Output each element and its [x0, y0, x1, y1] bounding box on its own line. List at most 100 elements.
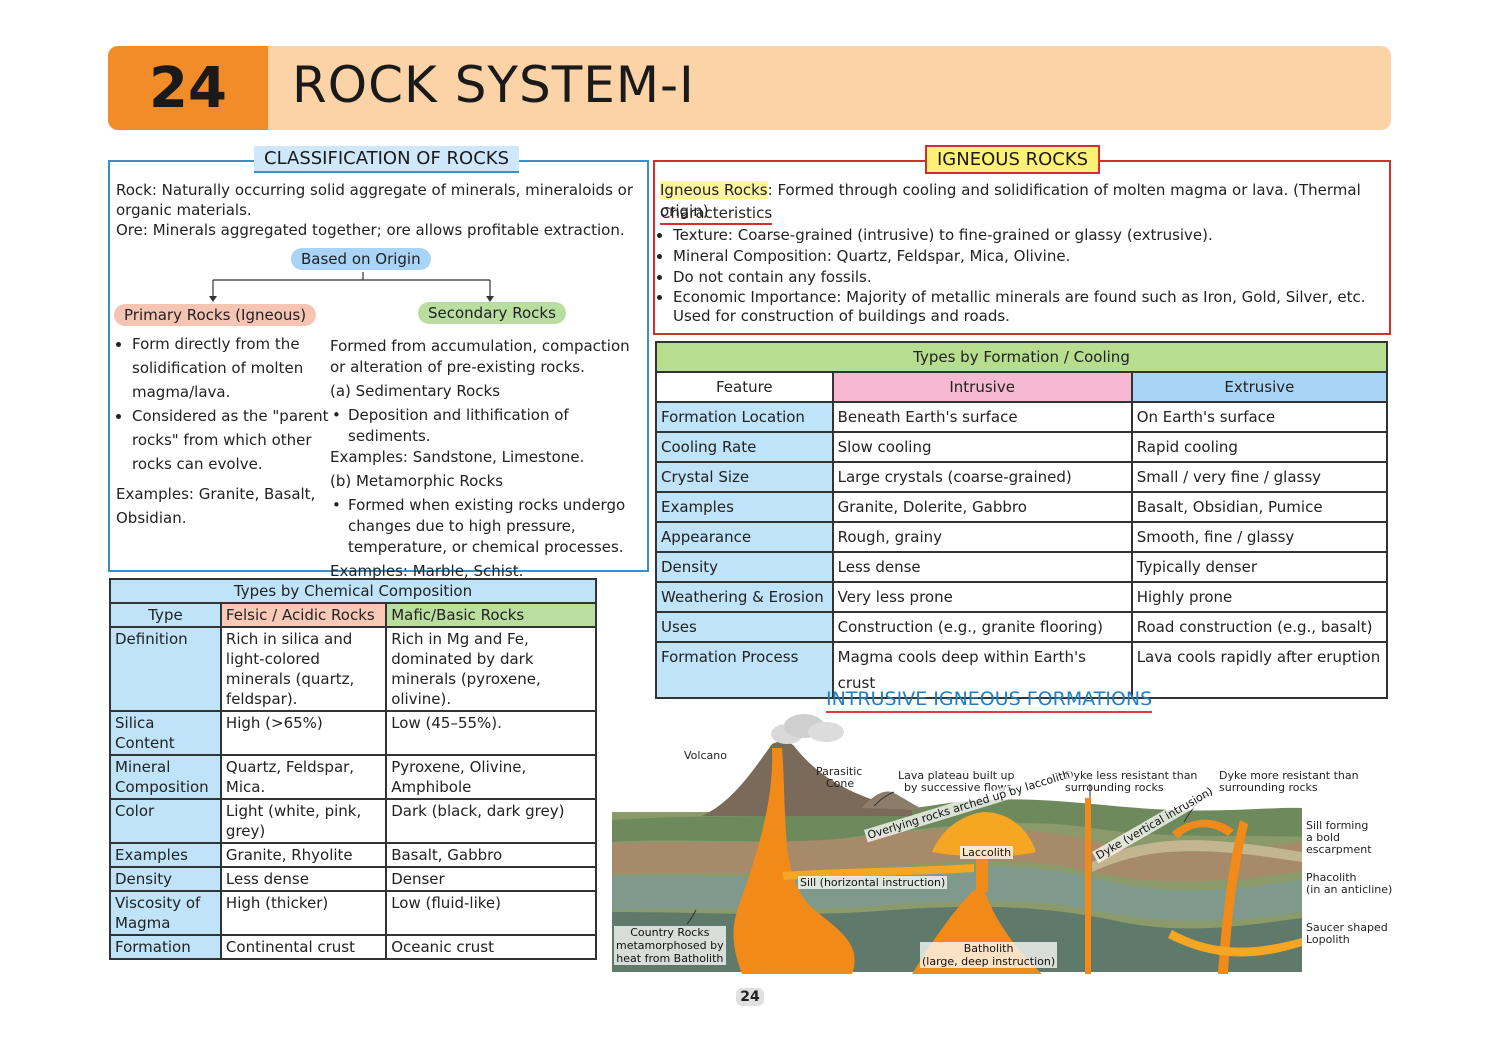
label-line: Lava plateau built up [898, 769, 1015, 782]
table-cell: High (thicker) [219, 890, 388, 936]
table-cell: Appearance [655, 521, 834, 553]
table-row: Silica Content High (>65%) Low (45–55%). [109, 710, 597, 756]
rock-definition: Rock: Naturally occurring solid aggregat… [116, 181, 633, 219]
table-cell: Typically denser [1130, 551, 1389, 583]
table-cell: Formation Process [655, 641, 834, 699]
classification-section: CLASSIFICATION OF ROCKS Rock: Naturally … [108, 146, 649, 580]
list-item: Mineral Composition: Quartz, Feldspar, M… [673, 246, 1385, 267]
table-cell: Beneath Earth's surface [831, 401, 1133, 433]
primary-rocks-list: Form directly from the solidification of… [116, 332, 330, 476]
metamorphic-examples: Examples: Marble, Schist. [330, 562, 524, 580]
table-cell: Less dense [831, 551, 1133, 583]
table-cell: Less dense [219, 866, 388, 892]
table-cell: Highly prone [1130, 581, 1389, 613]
table-row: Formation Continental crust Oceanic crus… [109, 934, 597, 960]
classification-tree-lines [209, 272, 494, 302]
sedimentary-examples: Examples: Sandstone, Limestone. [330, 448, 585, 466]
table-cell: Low (fluid-like) [385, 890, 597, 936]
sedimentary-label: (a) Sedimentary Rocks [330, 382, 501, 400]
table-cell: Crystal Size [655, 461, 834, 493]
table-header: Type [109, 602, 222, 628]
table-cell: Viscosity of Magma [109, 890, 222, 936]
table-cell: Dark (black, dark grey) [385, 798, 597, 844]
table-row: Examples Granite, Rhyolite Basalt, Gabbr… [109, 842, 597, 868]
chemical-composition-table: Types by Chemical Composition Type Felsi… [109, 578, 597, 960]
table-cell: Definition [109, 626, 222, 712]
table-cell: Slow cooling [831, 431, 1133, 463]
geology-cross-section [612, 714, 1302, 974]
table-cell: Cooling Rate [655, 431, 834, 463]
table-cell: Low (45–55%). [385, 710, 597, 756]
secondary-rocks-text: Formed from accumulation, compaction or … [330, 336, 648, 582]
metamorphic-bullet: Formed when existing rocks undergo chang… [330, 495, 648, 558]
table-cell: Denser [385, 866, 597, 892]
table-cell: Density [655, 551, 834, 583]
table-row: Mineral Composition Quartz, Feldspar, Mi… [109, 754, 597, 800]
table-title: Types by Formation / Cooling [655, 341, 1388, 373]
table-cell: Light (white, pink, grey) [219, 798, 388, 844]
table-row: Definition Rich in silica and light-colo… [109, 626, 597, 712]
list-item: Considered as the "parent rocks" from wh… [132, 404, 330, 476]
label-line: (large, deep instruction) [922, 955, 1056, 968]
table-cell: Oceanic crust [385, 934, 597, 960]
page-title: ROCK SYSTEM-I [292, 56, 695, 114]
table-header: Mafic/Basic Rocks [385, 602, 597, 628]
table-cell: Silica Content [109, 710, 222, 756]
label-line: Batholith [963, 942, 1014, 955]
list-item: Do not contain any fossils. [673, 267, 1385, 288]
formation-cooling-table: Types by Formation / Cooling Feature Int… [655, 341, 1389, 699]
diagram-title: INTRUSIVE IGNEOUS FORMATIONS [826, 688, 1153, 713]
chapter-header: 24 ROCK SYSTEM-I [108, 46, 1391, 130]
secondary-rocks-pill: Secondary Rocks [418, 302, 566, 324]
label-volcano: Volcano [684, 749, 727, 762]
table-cell: Granite, Dolerite, Gabbro [831, 491, 1133, 523]
label-line: surrounding rocks [1065, 781, 1164, 794]
table-cell: Rapid cooling [1130, 431, 1389, 463]
label-phacolith: Phacolith(in an anticline) [1306, 872, 1392, 896]
label-line: Country Rocks [630, 926, 710, 939]
table-cell: High (>65%) [219, 710, 388, 756]
table-cell: Smooth, fine / glassy [1130, 521, 1389, 553]
table-cell: Weathering & Erosion [655, 581, 834, 613]
table-header: Feature [655, 371, 834, 403]
table-row: Color Light (white, pink, grey) Dark (bl… [109, 798, 597, 844]
table-cell: Large crystals (coarse-grained) [831, 461, 1133, 493]
table-header: Felsic / Acidic Rocks [219, 602, 388, 628]
table-cell: Rough, grainy [831, 521, 1133, 553]
table-cell: Construction (e.g., granite flooring) [831, 611, 1133, 643]
table-cell: Pyroxene, Olivine, Amphibole [385, 754, 597, 800]
table-cell: Uses [655, 611, 834, 643]
igneous-term: Igneous Rocks [660, 181, 768, 199]
characteristics-list: Texture: Coarse-grained (intrusive) to f… [660, 225, 1385, 326]
label-line: Dyke less resistant than [1065, 769, 1198, 782]
table-cell: On Earth's surface [1130, 401, 1389, 433]
label-line: heat from Batholith [616, 952, 724, 965]
table-cell: Examples [109, 842, 222, 868]
secondary-intro: Formed from accumulation, compaction or … [330, 337, 630, 376]
classification-title: CLASSIFICATION OF ROCKS [254, 146, 520, 173]
table-cell: Continental crust [219, 934, 388, 960]
table-cell: Very less prone [831, 581, 1133, 613]
label-line: a bold [1306, 831, 1340, 844]
table-cell: Density [109, 866, 222, 892]
label-line: Saucer shaped [1306, 921, 1388, 934]
table-cell: Magma cools deep within Earth's crust [831, 641, 1133, 699]
sedimentary-bullet: Deposition and lithification of sediment… [330, 405, 648, 447]
table-cell: Formation Location [655, 401, 834, 433]
table-cell: Formation [109, 934, 222, 960]
